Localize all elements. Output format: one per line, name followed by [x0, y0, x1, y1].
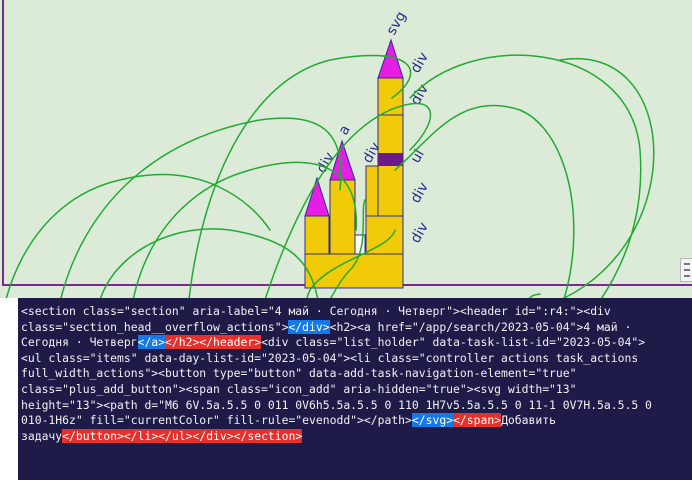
code-token: <ul class="items" data-day-list-id="2023… — [21, 350, 639, 365]
grip-line-icon — [684, 275, 690, 277]
code-token: full_width_actions"><button type="button… — [21, 366, 577, 381]
arrow-2 — [132, 161, 357, 298]
code-line: Сегодня · Четверг</a></h2></header><div … — [21, 335, 692, 351]
arrow-1 — [60, 117, 342, 298]
highlighted-closing-tag: </button> — [62, 428, 124, 443]
left-border — [2, 0, 4, 285]
code-line: 010-1H6z" fill="currentColor" fill-rule=… — [21, 413, 692, 429]
arrow-5 — [330, 199, 366, 298]
arrow-10 — [5, 173, 271, 298]
arrow-6 — [409, 54, 642, 298]
highlighted-closing-tag: </ul> — [158, 428, 193, 443]
code-token: задачу — [21, 428, 63, 443]
highlighted-closing-tag: </h2> — [165, 335, 200, 350]
code-line: <section class="section" aria-label="4 м… — [21, 304, 692, 320]
label-a: a — [336, 123, 354, 138]
annotation-arrows — [5, 54, 655, 298]
arrow-3 — [188, 54, 412, 298]
highlighted-closing-tag: </span> — [453, 413, 502, 428]
highlighted-closing-tag: </a> — [137, 335, 166, 350]
highlighted-closing-tag: </section> — [233, 428, 303, 443]
block-div-left — [304, 215, 330, 255]
highlighted-closing-tag: </header> — [199, 335, 262, 350]
label-div-lower1: div — [408, 180, 432, 206]
code-line: full_width_actions"><button type="button… — [21, 366, 692, 382]
code-token: 010-1H6z" fill="currentColor" fill-rule=… — [21, 413, 412, 428]
code-line: <ul class="items" data-day-list-id="2023… — [21, 351, 692, 367]
tree-visualization-pane: svg div div a div div ul div div — [0, 0, 692, 298]
highlighted-closing-tag: </div> — [192, 428, 234, 443]
code-token: <h2><a href="/app/search/2023-05-04">4 м… — [329, 319, 632, 334]
label-svg: svg — [384, 9, 410, 38]
code-token: class="plus_add_button"><span class="ico… — [21, 381, 577, 396]
arrow-8 — [99, 228, 319, 298]
label-div-lower2: div — [408, 220, 432, 246]
grip-line-icon — [684, 269, 690, 271]
highlighted-closing-tag: </div> — [288, 319, 330, 334]
arrow-7 — [394, 104, 575, 298]
arrow-4 — [264, 102, 432, 298]
code-line: задачу</button></li></ul></div></section… — [21, 428, 692, 445]
tip-div-left — [304, 176, 330, 217]
block-ul-marker — [378, 153, 403, 166]
code-token: height="13"><path d="M6 6V.5a.5.5 0 011 … — [21, 397, 652, 412]
arrow-11 — [529, 57, 655, 298]
dom-tree-diagram: svg div div a div div ul div div — [5, 9, 655, 298]
code-line: class="plus_add_button"><span class="ico… — [21, 382, 692, 398]
arrow-9 — [306, 229, 396, 298]
block-list-holder — [365, 215, 404, 255]
code-line: class="section_head__overflow_actions"><… — [21, 319, 692, 336]
code-line: height="13"><path d="M6 6V.5a.5.5 0 011 … — [21, 398, 692, 414]
resize-handle[interactable] — [680, 258, 692, 282]
code-token: <div class="list_holder" data-task-list-… — [261, 335, 646, 350]
code-token: Сегодня · Четверг — [21, 335, 138, 350]
grip-line-icon — [684, 263, 690, 265]
html-source-code-pane: <section class="section" aria-label="4 м… — [18, 298, 692, 480]
element-blocks — [304, 77, 404, 289]
highlighted-closing-tag: </svg> — [411, 413, 454, 428]
code-token: class="section_head__overflow_actions"> — [21, 319, 289, 334]
code-token: <section class="section" aria-label="4 м… — [21, 304, 611, 318]
highlighted-closing-tag: </li> — [123, 428, 159, 443]
code-token: Добавить — [501, 413, 556, 428]
